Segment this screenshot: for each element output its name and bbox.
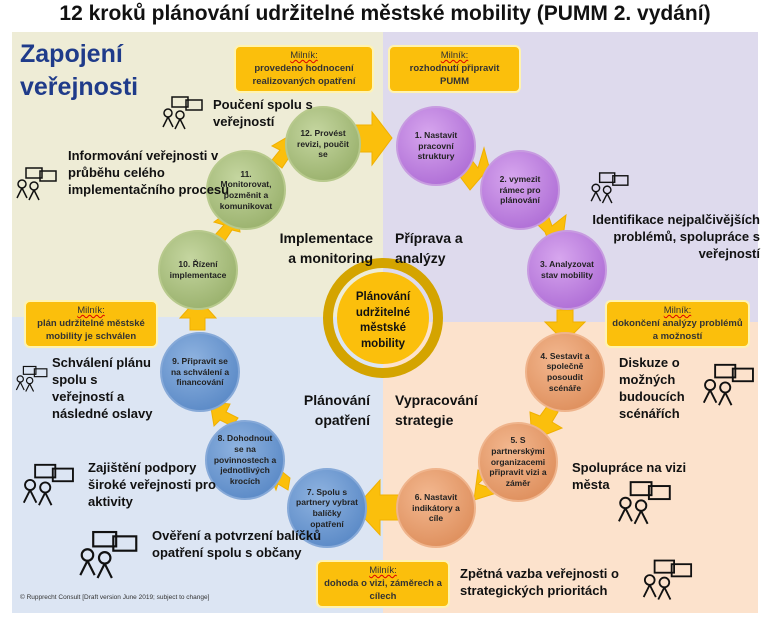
people-discussion-icon (162, 96, 203, 130)
step-2[interactable]: 2. vymezit rámec pro plánování (480, 150, 560, 230)
step-11[interactable]: 11. Monitorovat, pozměnit a komunikovat (206, 150, 286, 230)
participation-identify: Identifikace nejpalčivějších problémů, s… (592, 212, 760, 261)
page-title: 12 kroků plánování udržitelné městské mo… (59, 2, 711, 25)
people-discussion-icon (22, 463, 74, 506)
people-discussion-icon (16, 167, 57, 201)
step-7[interactable]: 7. Spolu s partnery vybrat balíčky opatř… (287, 468, 367, 548)
milestone-vision: Milník:dohoda o vizi, záměrech a cílech (316, 560, 450, 609)
people-discussion-icon (702, 363, 754, 406)
step-10[interactable]: 10. Řízení implementace (158, 230, 238, 310)
participation-vision: Spolupráce na vizi města (572, 460, 687, 492)
people-discussion-icon (590, 172, 629, 204)
step-8[interactable]: 8. Dohodnout se na povinnostech a jednot… (205, 420, 285, 500)
people-discussion-icon (15, 365, 48, 392)
center-label: Plánování udržitelné městské mobility (355, 291, 411, 350)
public-participation-heading: Zapojení veřejnosti (20, 40, 139, 101)
milestone-evaluation: Milník:provedeno hodnocení realizovaných… (234, 45, 374, 94)
phase-preparation: Příprava a analýzy (395, 230, 463, 267)
arrow-6-to-7 (354, 478, 401, 537)
phase-planning: Plánování opatření (303, 392, 370, 429)
participation-support: Zajištění podpory široké veřejnosti pro … (88, 460, 216, 509)
step-1[interactable]: 1. Nastavit pracovní struktury (396, 106, 476, 186)
participation-feedback: Zpětná vazba veřejnosti o strategických … (460, 566, 619, 598)
people-discussion-icon (618, 481, 671, 525)
milestone-plan-adopted: Milník:plán udržitelné městské mobility … (24, 300, 158, 349)
step-9[interactable]: 9. Připravit se na schválení a financová… (160, 332, 240, 412)
center-ring (323, 258, 443, 378)
phase-strategy: Vypracování strategie (395, 392, 478, 429)
milestone-decision: Milník:rozhodnutí připravit PUMM (388, 45, 521, 94)
people-discussion-icon (79, 530, 138, 579)
step-12[interactable]: 12. Provést revizi, poučit se (285, 106, 361, 182)
participation-scenarios: Diskuze o možných budoucích scénářích (619, 355, 685, 421)
step-4[interactable]: 4. Sestavit a společně posoudit scénáře (525, 332, 605, 412)
participation-approval: Schválení plánu spolu s veřejností a nás… (52, 355, 153, 421)
participation-inform: Informování veřejnosti v průběhu celého … (68, 148, 230, 197)
participation-packages: Ověření a potvrzení balíčků opatření spo… (152, 528, 322, 560)
phase-implementation: Implementace a monitoring (279, 230, 373, 267)
milestone-analysis: Milník:dokončení analýzy problémů a možn… (605, 300, 750, 349)
arrow-3-to-4 (543, 309, 587, 343)
participation-lessons: Poučení spolu s veřejností (213, 97, 313, 129)
step-3[interactable]: 3. Analyzovat stav mobility (527, 230, 607, 310)
copyright-note: © Rupprecht Consult [Draft version June … (20, 594, 210, 601)
people-discussion-icon (642, 559, 693, 600)
step-5[interactable]: 5. S partnerskými organizacemi připravit… (478, 422, 558, 502)
step-6[interactable]: 6. Nastavit indikátory a cíle (396, 468, 476, 548)
